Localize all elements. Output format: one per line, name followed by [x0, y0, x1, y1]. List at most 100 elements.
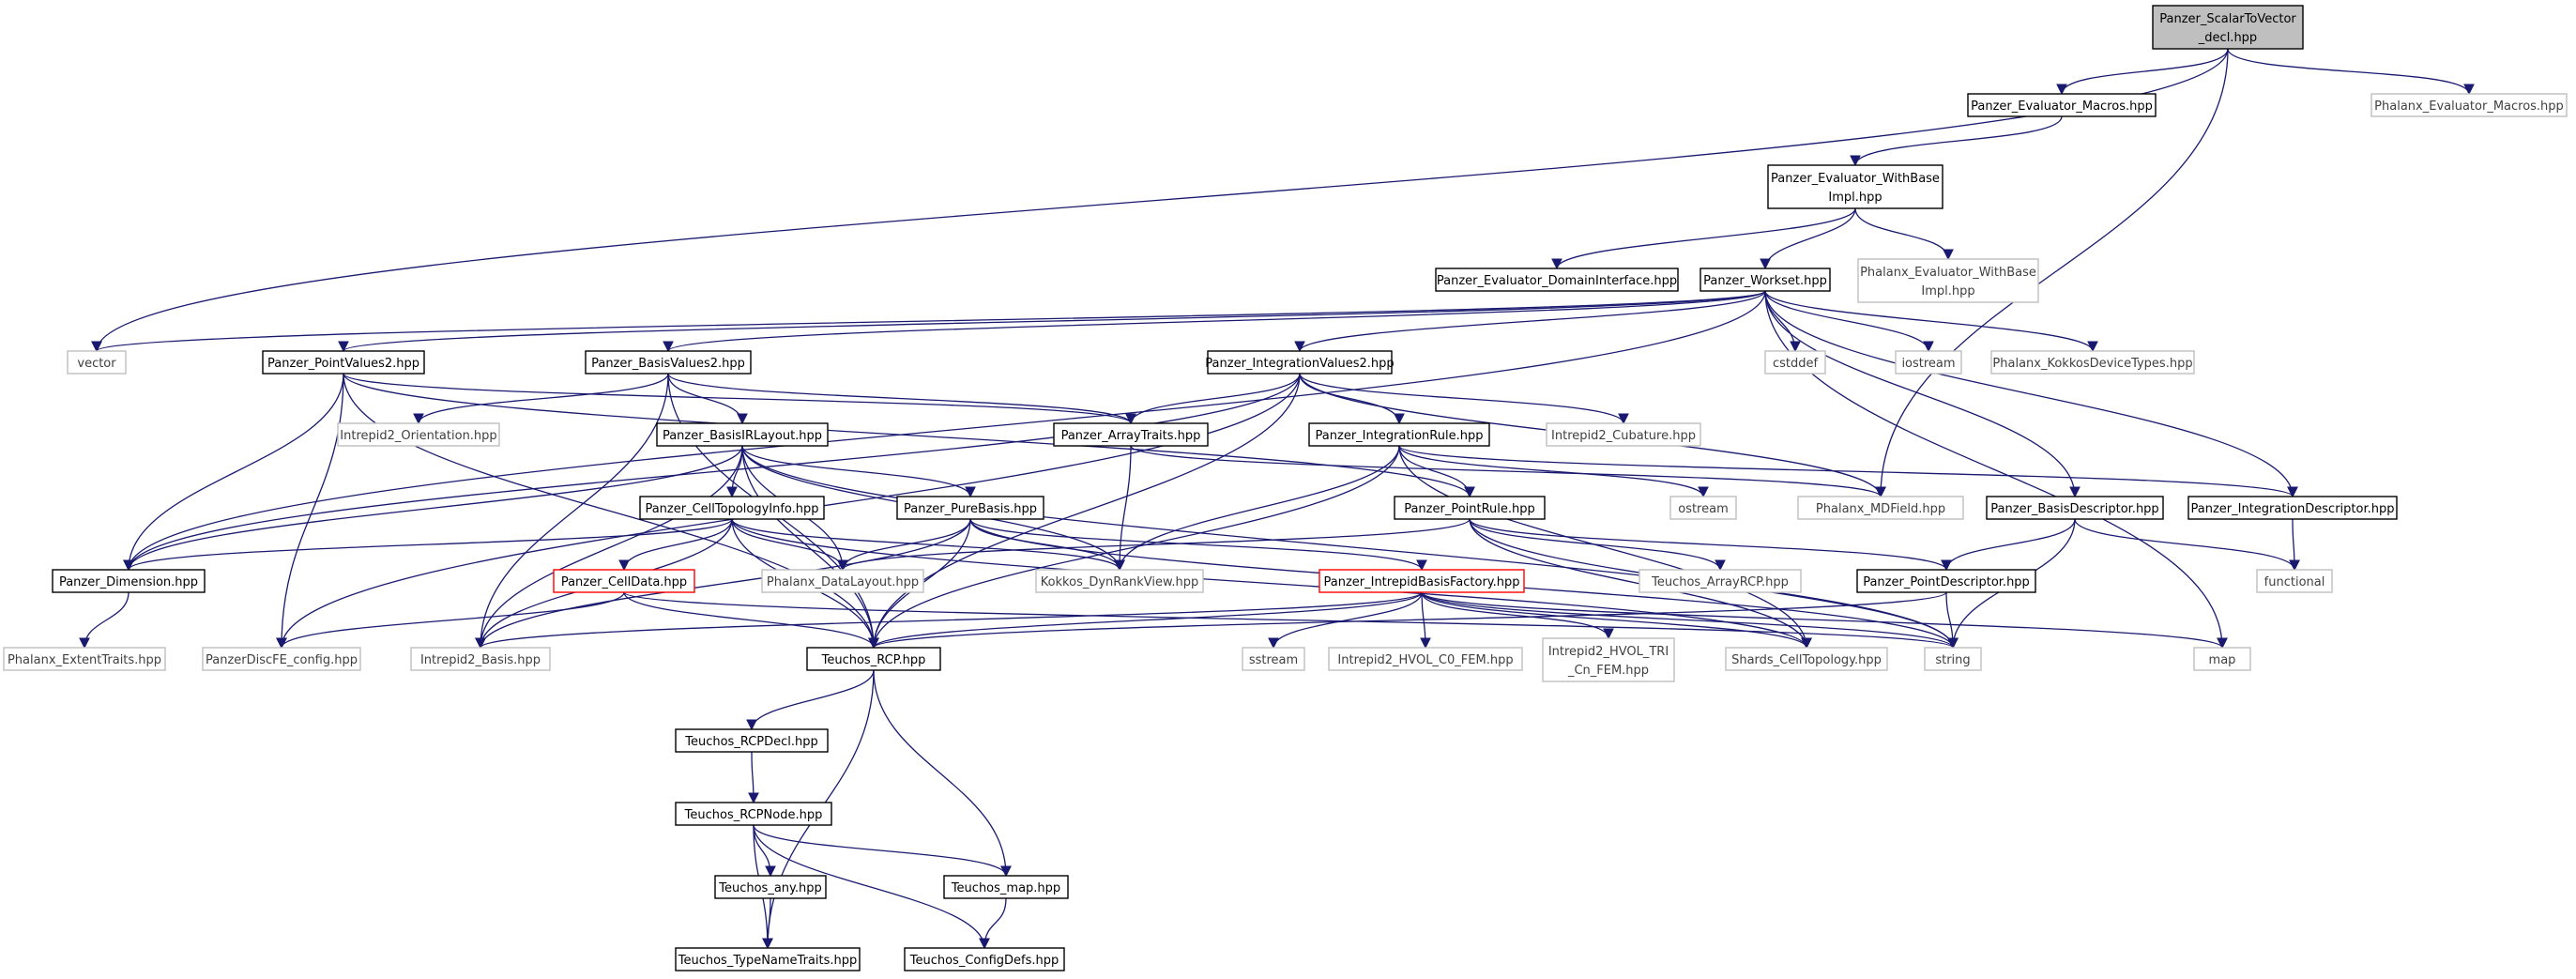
node-label: Intrepid2_Basis.hpp	[420, 653, 541, 667]
node-functional: functional	[2256, 569, 2333, 593]
node-integration-descriptor[interactable]: Panzer_IntegrationDescriptor.hpp	[2187, 496, 2398, 520]
node-phx-mdfield: Phalanx_MDField.hpp	[1797, 496, 1964, 520]
node-shards-cell-topology: Shards_CellTopology.hpp	[1725, 647, 1888, 671]
node-box	[2193, 647, 2251, 671]
node-box	[1986, 496, 2164, 520]
node-basis-values2[interactable]: Panzer_BasisValues2.hpp	[585, 350, 752, 375]
edge-cell-topology-info-to-shards-cell-topology	[731, 518, 1812, 650]
node-teuchos-rcp[interactable]: Teuchos_RCP.hpp	[806, 647, 941, 671]
node-teuchos-any[interactable]: Teuchos_any.hpp	[714, 875, 827, 899]
node-box	[52, 569, 206, 593]
node-label: Panzer_PureBasis.hpp	[904, 502, 1037, 516]
node-label: Shards_CellTopology.hpp	[1731, 653, 1882, 667]
node-teuchos-rcpnode[interactable]: Teuchos_RCPNode.hpp	[675, 802, 832, 826]
edge-point-descriptor-to-teuchos-rcp	[868, 591, 1947, 650]
node-label: Panzer_ScalarToVector	[2159, 12, 2296, 26]
edge-intrepid-basis-factory-to-string	[1421, 591, 1959, 650]
node-box	[2187, 496, 2398, 520]
node-eval-macros[interactable]: Panzer_Evaluator_Macros.hpp	[1967, 93, 2157, 117]
node-intrepid-basis-factory[interactable]: Panzer_IntrepidBasisFactory.hpp	[1318, 569, 1525, 593]
edge-point-values2-to-array-traits	[343, 373, 1136, 425]
node-box	[1207, 350, 1393, 375]
node-label: Panzer_Evaluator_Macros.hpp	[1971, 99, 2153, 114]
node-box	[1857, 258, 2039, 303]
node-box	[896, 496, 1044, 520]
node-label: Teuchos_ArrayRCP.hpp	[1651, 575, 1789, 589]
node-integration-values2[interactable]: Panzer_IntegrationValues2.hpp	[1205, 350, 1395, 375]
node-dimension[interactable]: Panzer_Dimension.hpp	[52, 569, 206, 593]
node-label: string	[1935, 653, 1970, 667]
node-string: string	[1924, 647, 1982, 671]
edge-basis-irlayout-to-pure-basis	[741, 445, 976, 498]
edge-root-to-phx-eval-macros	[2227, 48, 2475, 96]
node-label: Panzer_BasisValues2.hpp	[591, 357, 745, 371]
node-label: PanzerDiscFE_config.hpp	[206, 653, 358, 667]
edge-integration-values2-to-teuchos-rcp	[868, 373, 1301, 650]
node-workset[interactable]: Panzer_Workset.hpp	[1700, 268, 1831, 292]
node-root[interactable]: Panzer_ScalarToVector _decl.hpp	[2152, 5, 2304, 50]
node-basis-descriptor[interactable]: Panzer_BasisDescriptor.hpp	[1986, 496, 2164, 520]
edge-intrepid-basis-factory-to-intrepid-basis	[475, 591, 1423, 650]
edge-point-values2-to-teuchos-rcp	[343, 373, 879, 650]
node-integration-rule[interactable]: Panzer_IntegrationRule.hpp	[1308, 422, 1490, 447]
node-teuchos-config-defs[interactable]: Teuchos_ConfigDefs.hpp	[904, 947, 1065, 971]
node-label: Panzer_IntrepidBasisFactory.hpp	[1323, 575, 1519, 589]
node-box	[1725, 647, 1888, 671]
node-label: _decl.hpp	[2198, 31, 2257, 45]
node-pure-basis[interactable]: Panzer_PureBasis.hpp	[896, 496, 1044, 520]
edge-integration-rule-to-point-rule	[1398, 445, 1475, 498]
node-box	[675, 947, 861, 971]
edge-basis-values2-to-array-traits	[667, 373, 1136, 425]
node-box	[1053, 422, 1209, 447]
node-sstream: sstream	[1242, 647, 1305, 671]
edge-integration-values2-to-array-traits	[1125, 373, 1301, 425]
edge-eval-macros-to-eval-with-base	[1850, 115, 2063, 167]
node-box	[761, 569, 924, 593]
edge-teuchos-rcp-to-teuchos-map	[873, 669, 1012, 878]
edge-basis-descriptor-to-point-descriptor	[1941, 518, 2076, 572]
node-vector: vector	[67, 350, 127, 375]
node-teuchos-rcpdecl[interactable]: Teuchos_RCPDecl.hpp	[675, 728, 829, 753]
node-label: Panzer_ArrayTraits.hpp	[1061, 429, 1201, 443]
edge-teuchos-rcpnode-to-teuchos-config-defs	[753, 824, 990, 950]
node-cell-data[interactable]: Panzer_CellData.hpp	[553, 569, 695, 593]
node-box	[1542, 637, 1675, 682]
node-box	[1035, 569, 1204, 593]
node-box	[3, 647, 166, 671]
edge-point-values2-to-dimension	[123, 373, 344, 572]
node-box	[410, 647, 551, 671]
node-eval-domain[interactable]: Panzer_Evaluator_DomainInterface.hpp	[1435, 268, 1679, 292]
node-teuchos-map[interactable]: Teuchos_map.hpp	[943, 875, 1069, 899]
edge-workset-to-iostream	[1764, 290, 1934, 353]
node-basis-irlayout[interactable]: Panzer_BasisIRLayout.hpp	[656, 422, 829, 447]
edge-root-to-phx-mdfield	[1875, 48, 2229, 498]
node-box	[1328, 647, 1523, 671]
node-label: map	[2209, 653, 2236, 667]
edge-basis-irlayout-to-cell-topology-info	[726, 445, 743, 498]
node-label: Panzer_Dimension.hpp	[59, 575, 198, 589]
node-array-traits[interactable]: Panzer_ArrayTraits.hpp	[1053, 422, 1209, 447]
node-intrepid-orientation: Intrepid2_Orientation.hpp	[337, 422, 500, 447]
node-box	[1669, 496, 1737, 520]
edge-integration-rule-to-kokkos-dyn-rank	[1114, 445, 1400, 572]
node-label: vector	[77, 357, 116, 371]
node-label: Teuchos_any.hpp	[718, 881, 822, 895]
node-box	[639, 496, 825, 520]
node-box	[1856, 569, 2036, 593]
node-point-values2[interactable]: Panzer_PointValues2.hpp	[262, 350, 425, 375]
node-box	[806, 647, 941, 671]
node-phx-data-layout: Phalanx_DataLayout.hpp	[761, 569, 924, 593]
node-box	[1242, 647, 1305, 671]
edge-integration-rule-to-teuchos-rcp	[868, 445, 1400, 650]
node-box	[337, 422, 500, 447]
edge-workset-to-point-values2	[338, 290, 1766, 353]
node-point-descriptor[interactable]: Panzer_PointDescriptor.hpp	[1856, 569, 2036, 593]
node-cell-topology-info[interactable]: Panzer_CellTopologyInfo.hpp	[639, 496, 825, 520]
node-point-rule[interactable]: Panzer_PointRule.hpp	[1394, 496, 1546, 520]
node-teuchos-type-name[interactable]: Teuchos_TypeNameTraits.hpp	[675, 947, 861, 971]
node-box	[1308, 422, 1490, 447]
edge-integration-rule-to-integration-descriptor	[1398, 445, 2298, 498]
node-box	[1797, 496, 1964, 520]
